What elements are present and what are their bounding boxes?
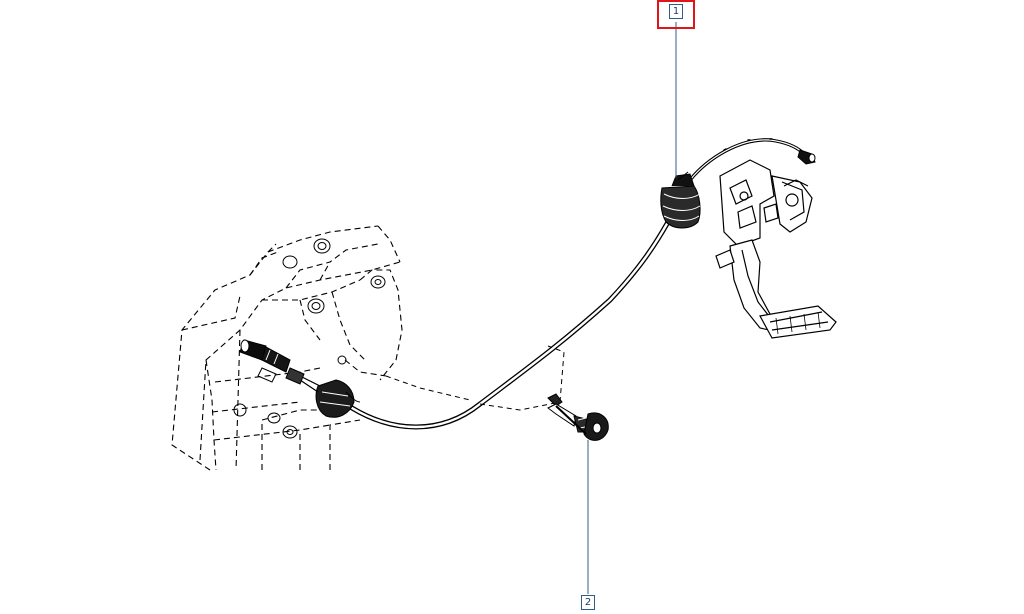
- gearbox-housing: [171, 225, 403, 471]
- assembly-dashed-links: [385, 345, 565, 411]
- cable-gearbox-end: [239, 339, 361, 418]
- housing-bosses: [233, 238, 386, 439]
- pedal-assembly: [715, 159, 837, 339]
- clutch-cable: [349, 138, 804, 430]
- callout-part-1[interactable]: 1: [669, 4, 683, 19]
- cable-grommet: [660, 171, 701, 229]
- callout-part-2[interactable]: 2: [581, 595, 595, 610]
- cable-end-fitting: [797, 149, 816, 165]
- leader-lines: [587, 22, 677, 594]
- callout-1-selection-box: [657, 0, 695, 29]
- cable-bracket-bolt: [547, 393, 609, 441]
